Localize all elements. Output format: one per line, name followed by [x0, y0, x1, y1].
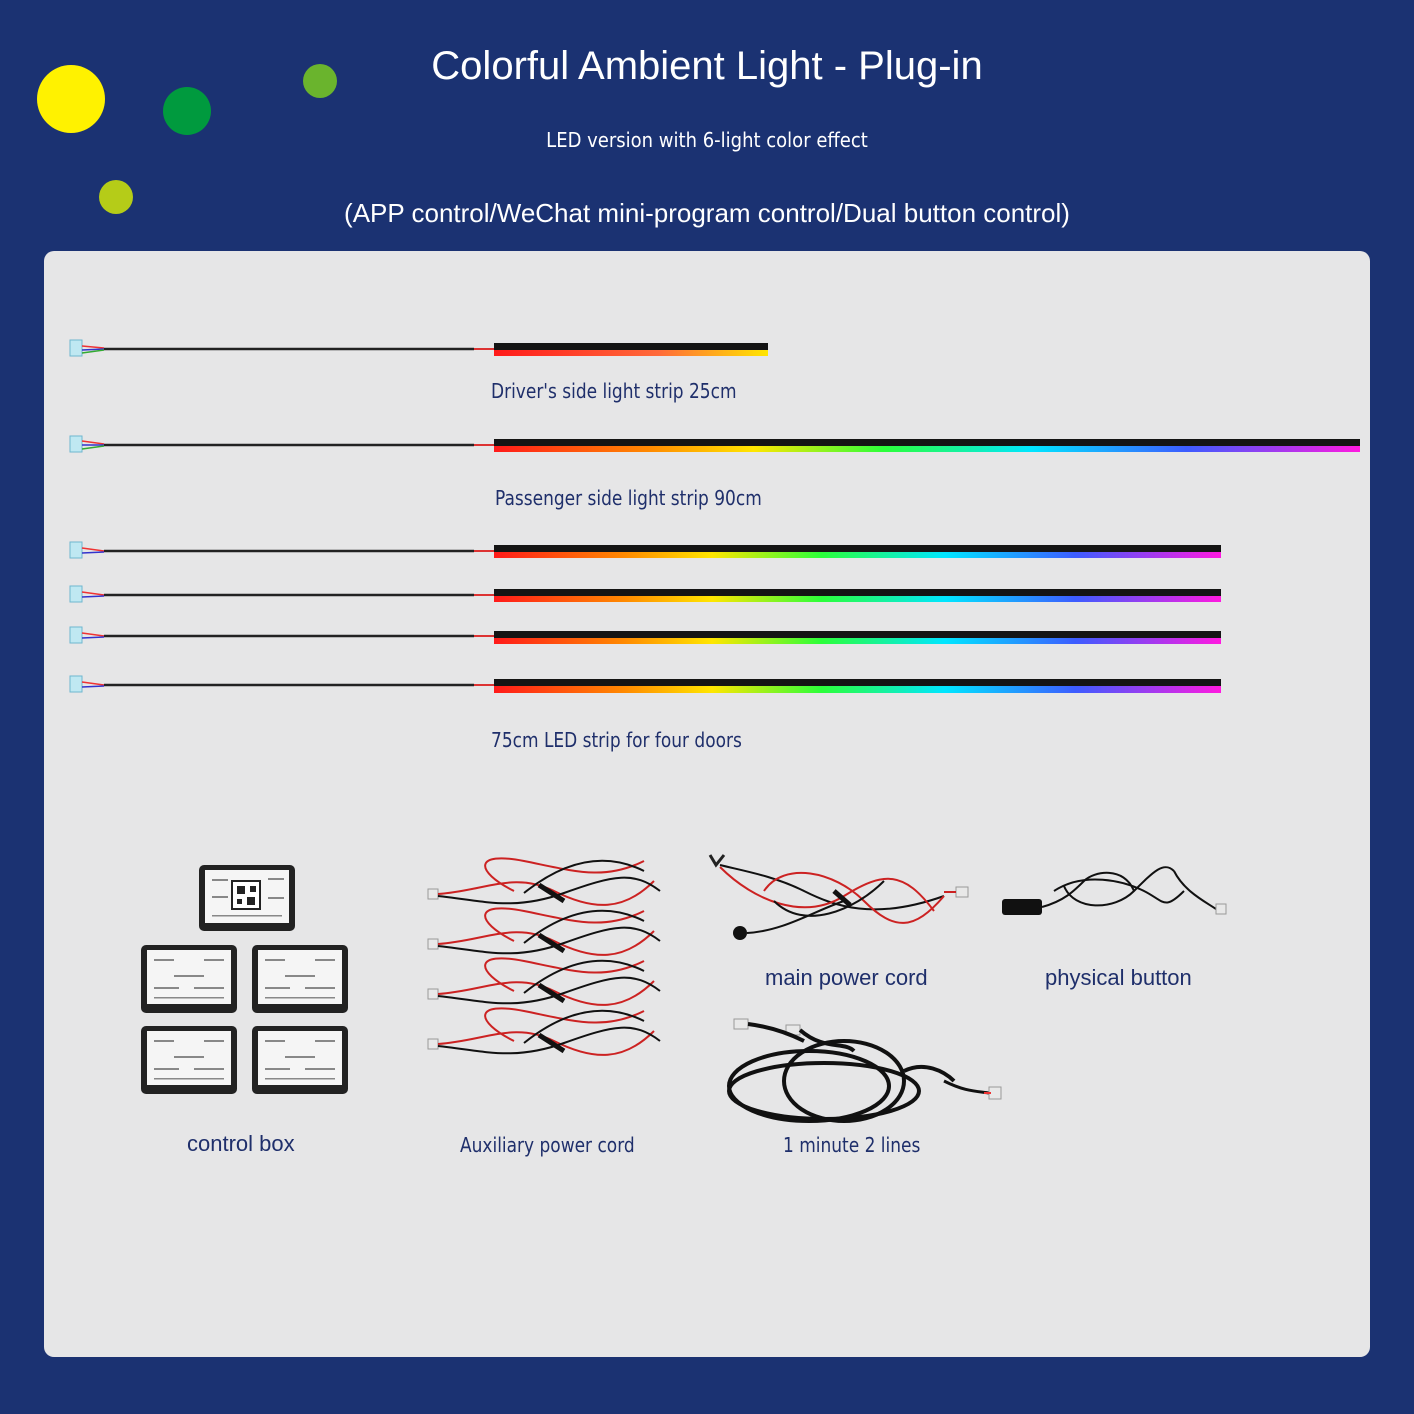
door-led-strips-icon — [69, 541, 1221, 693]
passenger-led-strip-icon — [69, 435, 1360, 453]
driver-led-strip-icon — [69, 339, 768, 357]
light-green-dot-icon — [303, 64, 337, 98]
control-module-icon — [141, 865, 348, 1094]
aux-power-label: Auxiliary power cord — [460, 1133, 635, 1157]
page-subtitle: LED version with 6-light color effect — [546, 128, 868, 152]
main-power-label: main power cord — [765, 965, 928, 990]
auxiliary-wire-harness-icon — [427, 857, 661, 1056]
green-dot-icon — [163, 87, 211, 135]
main-power-cord-icon — [708, 854, 969, 940]
control-box-label: control box — [187, 1131, 295, 1156]
lime-dot-icon — [99, 180, 133, 214]
passenger-strip-label: Passenger side light strip 90cm — [495, 486, 762, 510]
page-title: Colorful Ambient Light - Plug-in — [431, 44, 983, 88]
control-methods: (APP control/WeChat mini-program control… — [344, 198, 1070, 228]
splitter-harness-icon — [727, 1018, 1002, 1123]
door-strips-label: 75cm LED strip for four doors — [491, 728, 742, 752]
product-illustration — [69, 339, 1360, 1123]
driver-strip-label: Driver's side light strip 25cm — [491, 379, 737, 403]
physical-button-icon — [1002, 866, 1227, 915]
product-panel: Driver's side light strip 25cm Passenger… — [44, 251, 1370, 1357]
splitter-label: 1 minute 2 lines — [783, 1133, 921, 1157]
yellow-dot-icon — [37, 65, 105, 133]
physical-button-label: physical button — [1045, 965, 1192, 990]
